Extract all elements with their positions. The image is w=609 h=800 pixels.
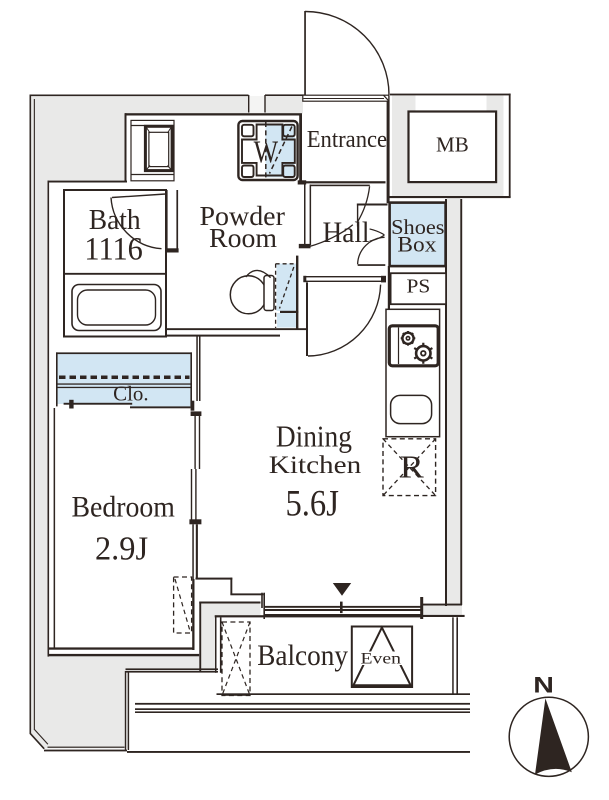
svg-text:Hall: Hall bbox=[323, 216, 370, 249]
svg-text:R: R bbox=[400, 450, 424, 485]
svg-text:Bath: Bath bbox=[89, 204, 141, 236]
svg-text:MB: MB bbox=[436, 133, 469, 157]
svg-text:Clo.: Clo. bbox=[113, 381, 148, 405]
svg-text:Powder: Powder bbox=[200, 200, 285, 231]
svg-text:Balcony: Balcony bbox=[257, 639, 348, 673]
svg-text:1116: 1116 bbox=[84, 231, 142, 267]
svg-text:N: N bbox=[533, 673, 554, 697]
svg-text:2.9J: 2.9J bbox=[95, 531, 148, 568]
svg-text:5.6J: 5.6J bbox=[286, 482, 339, 524]
svg-text:Kitchen: Kitchen bbox=[269, 451, 362, 479]
svg-text:Room: Room bbox=[209, 222, 277, 253]
svg-text:Even: Even bbox=[360, 649, 400, 667]
svg-text:Dining: Dining bbox=[276, 420, 352, 454]
svg-text:Entrance: Entrance bbox=[307, 126, 387, 153]
svg-text:W: W bbox=[254, 135, 279, 170]
svg-text:Bedroom: Bedroom bbox=[71, 491, 175, 524]
svg-text:Shoes: Shoes bbox=[391, 216, 444, 239]
svg-text:Box: Box bbox=[397, 232, 437, 256]
svg-text:PS: PS bbox=[407, 276, 431, 297]
